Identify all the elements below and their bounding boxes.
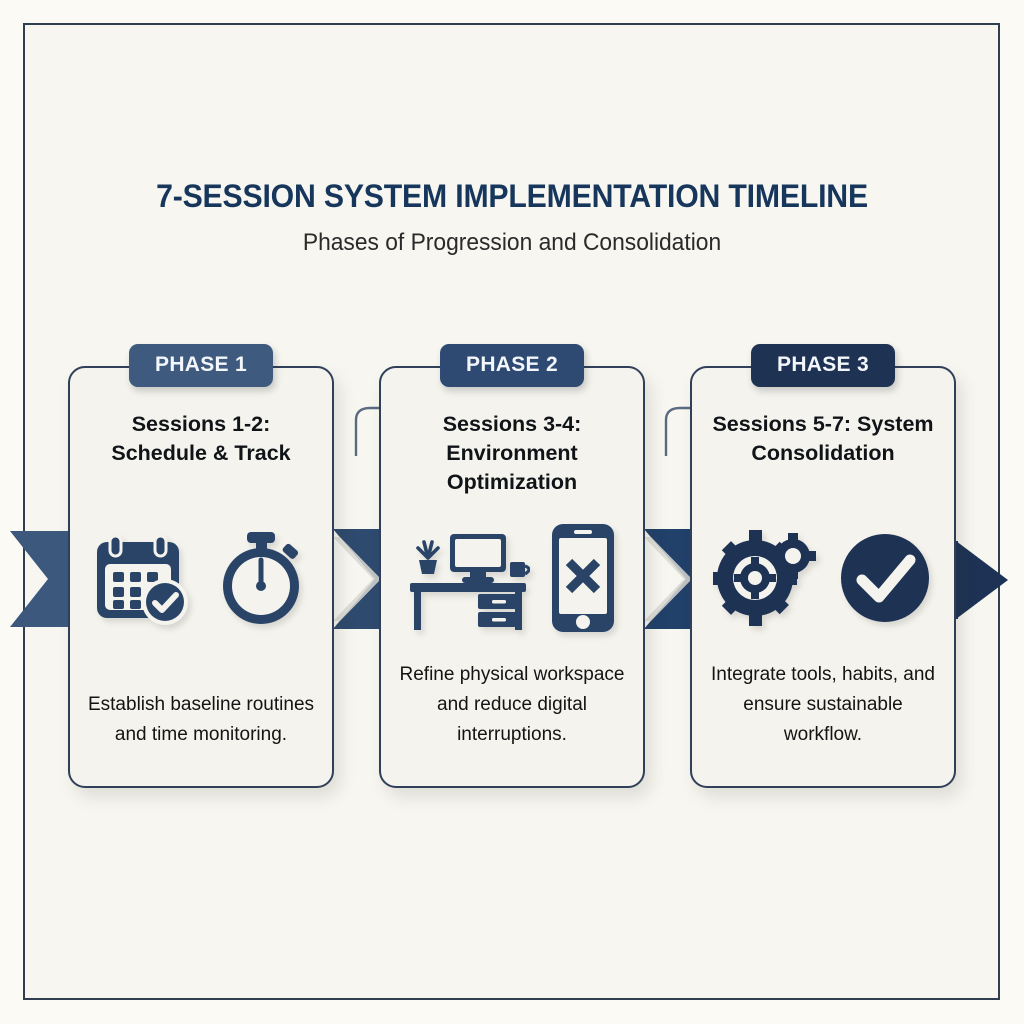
chevron-segment-1: [333, 529, 379, 629]
phase-1-badge: PHASE 1: [129, 344, 273, 387]
check-circle-icon: [841, 534, 929, 622]
phase-3-icon-row: [692, 518, 954, 638]
phase-1-body: Establish baseline routines and time mon…: [87, 694, 315, 745]
phone-no-notifications-icon: [552, 524, 614, 632]
phase-3-badge: PHASE 3: [751, 344, 895, 387]
stopwatch-icon: [223, 532, 299, 624]
phase-card-2[interactable]: PHASE 2 Sessions 3-4: Environment Optimi…: [379, 344, 645, 788]
gears-icon: [713, 530, 816, 626]
phase-2-badge: PHASE 2: [440, 344, 584, 387]
arrowhead-end: [956, 541, 1008, 619]
phase-card-3[interactable]: PHASE 3 Sessions 5-7: System Consolidati…: [690, 344, 956, 788]
phase-card-1[interactable]: PHASE 1 Sessions 1-2: Schedule & Track: [68, 344, 334, 788]
phase-3-heading: Sessions 5-7: System Consolidation: [712, 412, 934, 465]
phase-1-heading: Sessions 1-2: Schedule & Track: [111, 412, 291, 465]
phase-2-icon-row: [381, 518, 643, 638]
phase-3-body: Integrate tools, habits, and ensure sust…: [711, 664, 935, 745]
page-subtitle: Phases of Progression and Consolidation: [302, 229, 722, 256]
chevron-segment-start: [10, 531, 68, 627]
phase-2-body: Refine physical workspace and reduce dig…: [399, 664, 625, 745]
phase-1-icon-row: [70, 518, 332, 638]
header: 7-SESSION SYSTEM IMPLEMENTATION TIMELINE…: [0, 178, 1024, 257]
page-title: 7-SESSION SYSTEM IMPLEMENTATION TIMELINE: [156, 178, 868, 214]
chevron-segment-2: [644, 529, 690, 629]
desk-workspace-icon: [410, 534, 530, 630]
phase-2-heading: Sessions 3-4: Environment Optimization: [442, 412, 582, 494]
calendar-check-icon: [97, 534, 188, 625]
